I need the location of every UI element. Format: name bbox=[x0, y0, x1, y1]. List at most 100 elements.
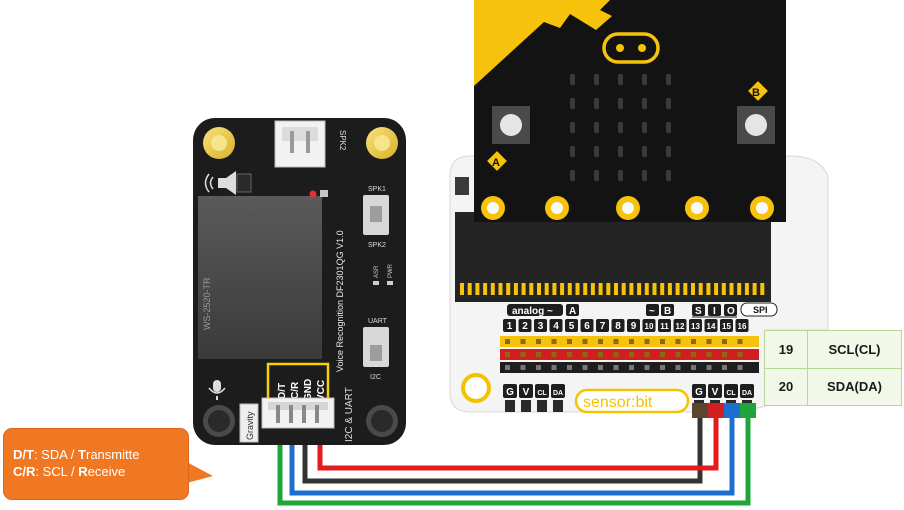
gravity-label: Gravity bbox=[245, 411, 255, 440]
header-pin bbox=[737, 365, 743, 370]
pin-number-bg bbox=[565, 319, 578, 332]
bottom-pin bbox=[553, 400, 563, 412]
pin-number: 16 bbox=[738, 322, 747, 331]
pin-number: 9 bbox=[631, 321, 637, 332]
header-pin bbox=[660, 352, 665, 357]
edge-tooth bbox=[729, 283, 734, 295]
wire-dark bbox=[302, 410, 703, 484]
pin-number-bg bbox=[580, 319, 594, 332]
uart-label: UART bbox=[368, 318, 388, 325]
edge-tooth bbox=[483, 283, 488, 295]
callout-pointer bbox=[183, 460, 213, 484]
callout-dt: D/T bbox=[13, 447, 34, 462]
pin-number-bg bbox=[642, 319, 656, 332]
edge-tooth bbox=[544, 283, 549, 295]
led bbox=[618, 170, 623, 181]
edge-tooth bbox=[644, 283, 649, 295]
edge-tooth bbox=[744, 283, 749, 295]
microbit-yellow-accent bbox=[540, 0, 586, 12]
pin-number-bg bbox=[534, 319, 547, 332]
bottom-pin-label-bg bbox=[708, 384, 722, 398]
header-pin bbox=[644, 352, 650, 357]
analog-a-bg bbox=[566, 304, 579, 316]
pin-number: 14 bbox=[707, 322, 716, 331]
mode-switch-knob bbox=[370, 345, 382, 361]
bottom-pin bbox=[521, 400, 531, 412]
edge-tooth bbox=[575, 283, 580, 295]
header-pin bbox=[660, 365, 665, 370]
spk-switch-knob bbox=[370, 206, 382, 222]
header-pin bbox=[520, 339, 526, 344]
header-pin bbox=[567, 365, 572, 370]
pin-number: 5 bbox=[569, 321, 575, 332]
header-pin bbox=[629, 339, 634, 344]
edge-connector-teeth bbox=[460, 283, 765, 295]
led bbox=[642, 98, 647, 109]
edge-tooth bbox=[598, 283, 603, 295]
pin-number-bg bbox=[673, 319, 687, 332]
led bbox=[594, 146, 599, 157]
bottom-pin-label-bg bbox=[519, 384, 533, 398]
header-pin bbox=[691, 339, 696, 344]
header-pin bbox=[691, 365, 696, 370]
edge-ring-hole bbox=[691, 202, 703, 214]
table-cell-pin: 20 bbox=[764, 367, 808, 406]
expansion-mount-hole bbox=[461, 373, 491, 403]
bottom-pin-label: G bbox=[695, 387, 703, 398]
pin-number: 11 bbox=[660, 322, 669, 331]
edge-tooth bbox=[652, 283, 657, 295]
header-pin bbox=[613, 339, 619, 344]
led bbox=[570, 98, 575, 109]
led bbox=[642, 146, 647, 157]
bottom-pin-label: G bbox=[506, 387, 514, 398]
header-pin bbox=[722, 365, 727, 370]
edge-tooth bbox=[537, 283, 541, 295]
pin-number: 8 bbox=[615, 321, 621, 332]
edge-tooth bbox=[737, 283, 742, 295]
header-pin bbox=[675, 352, 681, 357]
bottom-pin-label: CL bbox=[537, 390, 547, 397]
mount-hole-top-right-inner bbox=[374, 135, 390, 151]
callout-cr-rest: eceive bbox=[87, 464, 126, 479]
b-label: B bbox=[664, 306, 671, 317]
edge-tooth bbox=[521, 283, 526, 295]
led bbox=[618, 98, 623, 109]
edge-tooth bbox=[498, 283, 503, 295]
edge-tooth bbox=[683, 283, 688, 295]
header-pin bbox=[520, 352, 526, 357]
pin-number-bg bbox=[627, 319, 640, 332]
header-pin bbox=[737, 339, 743, 344]
edge-tooth bbox=[590, 283, 595, 295]
bottom-pin-label-bg bbox=[503, 384, 517, 398]
analog-a: A bbox=[569, 306, 576, 317]
callout: D/T: SDA / Transmitte C/R: SCL / Receive bbox=[3, 428, 213, 500]
edge-tooth bbox=[490, 283, 495, 295]
pin-number: 2 bbox=[522, 321, 528, 332]
edge-tooth bbox=[614, 283, 618, 295]
pin-number: 4 bbox=[553, 321, 559, 332]
microbit-logo bbox=[602, 32, 660, 64]
edge-ring-hole bbox=[551, 202, 563, 214]
header-pin bbox=[582, 352, 588, 357]
pin-number: 10 bbox=[645, 322, 654, 331]
header-pin bbox=[536, 339, 541, 344]
header-pin bbox=[567, 339, 572, 344]
callout-dt-rest: ransmitte bbox=[85, 447, 140, 462]
led bbox=[570, 74, 575, 85]
header-pin-rows bbox=[500, 336, 759, 373]
asr-label: ASR bbox=[374, 265, 380, 278]
spk2-label: SPK2 bbox=[368, 242, 386, 249]
analog-label: analog ~ bbox=[512, 306, 553, 317]
pin-number: 7 bbox=[600, 321, 606, 332]
pin-label-dt: D/T bbox=[277, 383, 288, 399]
edge-tooth bbox=[752, 283, 757, 295]
gravity-badge bbox=[239, 403, 259, 443]
bottom-pin bbox=[505, 400, 515, 412]
header-pin bbox=[536, 365, 541, 370]
button-a-cap bbox=[500, 114, 522, 136]
header-pin bbox=[551, 365, 557, 370]
header-pin bbox=[598, 352, 603, 357]
callout-text: D/T: SDA / Transmitte C/R: SCL / Receive bbox=[13, 446, 139, 480]
led bbox=[666, 74, 671, 85]
led bbox=[666, 146, 671, 157]
